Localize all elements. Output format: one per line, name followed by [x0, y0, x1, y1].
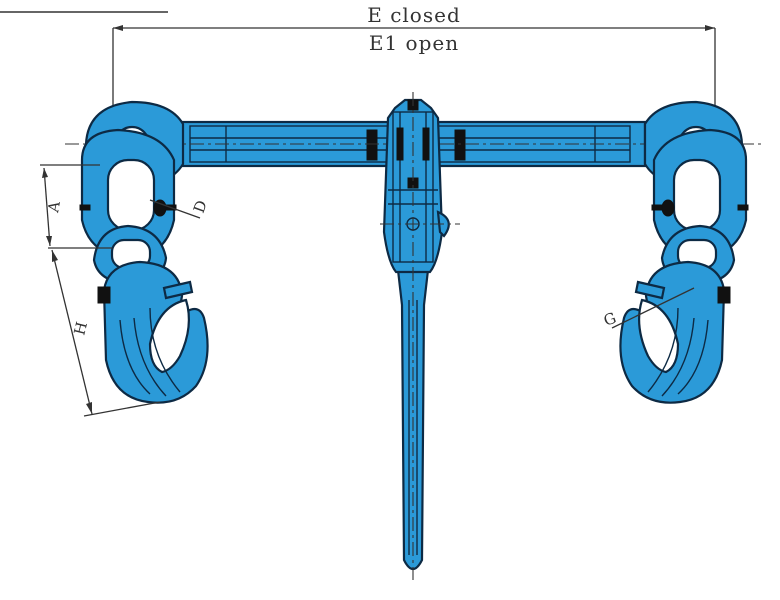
a-label: A [44, 200, 64, 215]
g-label: G [601, 309, 618, 330]
e-closed-label: E closed [367, 3, 461, 27]
overall-length-dimension: E closed E1 open [112, 3, 716, 140]
e1-open-label: E1 open [369, 31, 459, 55]
ratchet-handle [382, 98, 450, 571]
d-label: D [190, 198, 211, 215]
right-end-fitting [619, 100, 749, 404]
h-label: H [70, 320, 91, 337]
left-dimensions: A H D [40, 164, 211, 417]
right-dimensions: G [601, 287, 695, 330]
left-end-fitting [79, 100, 209, 404]
